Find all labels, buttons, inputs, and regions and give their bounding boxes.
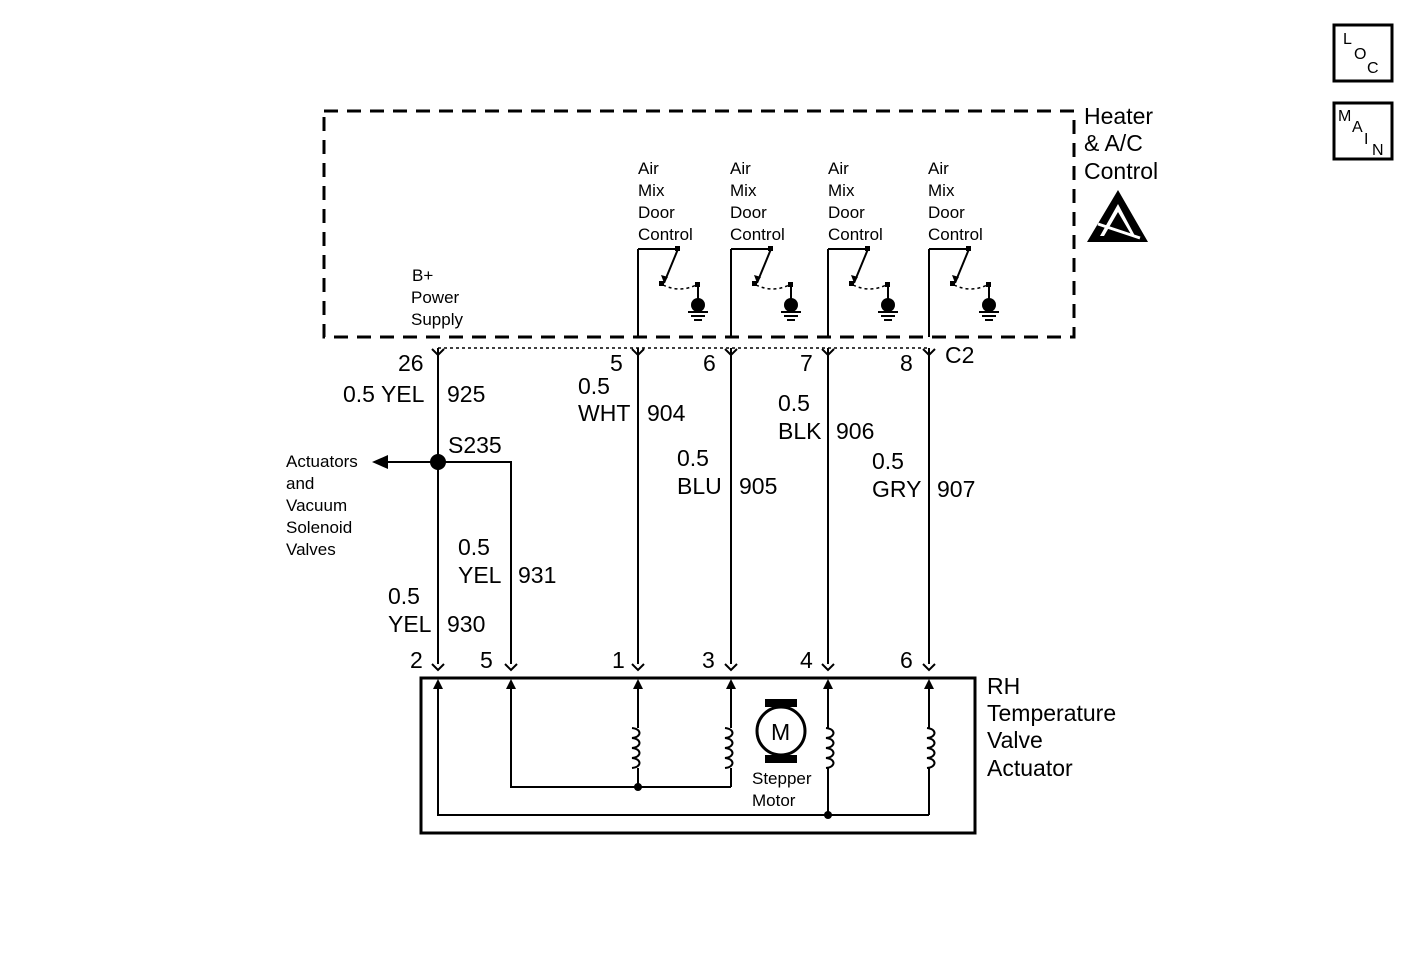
wire-904-gauge: 0.5 (578, 373, 610, 399)
main-letter-n: N (1372, 142, 1384, 159)
pin-top-26: 26 (398, 350, 424, 376)
wire-931-gauge: 0.5 (458, 534, 490, 560)
actuator-title-line1: RH (987, 673, 1020, 699)
pin-bottom-4: 4 (800, 647, 813, 673)
wire-904-color: WHT (578, 400, 630, 426)
main-letter-a: A (1352, 119, 1363, 136)
svg-text:Control: Control (638, 225, 693, 244)
pin-top-6: 6 (703, 350, 716, 376)
actuator-box (419, 676, 977, 835)
connector-c2-label: C2 (945, 342, 974, 368)
pin-bottom-2: 2 (410, 647, 423, 673)
actuator-title-line3: Valve (987, 727, 1043, 753)
svg-text:Door: Door (730, 203, 767, 222)
wire-930-color: YEL (388, 611, 432, 637)
air-mix-door-control-2: Air Mix Door Control (730, 159, 801, 337)
wire-931 (438, 461, 512, 664)
heater-title-line3: Control (1084, 158, 1158, 184)
splice-s235-label: S235 (448, 432, 502, 458)
coil-4-icon (926, 727, 936, 769)
loc-button[interactable]: L O C (1332, 23, 1394, 83)
pin-bottom-3: 3 (702, 647, 715, 673)
wire-904-circuit: 904 (647, 400, 686, 426)
power-label-line2: Power (411, 288, 460, 307)
heater-title-line1: Heater (1084, 103, 1153, 129)
coil-2-icon (724, 727, 734, 769)
loc-letter-c: C (1367, 60, 1379, 77)
motor-symbol: M (771, 719, 790, 745)
svg-text:Control: Control (828, 225, 883, 244)
loc-letter-o: O (1354, 46, 1366, 63)
motor-label-line2: Motor (752, 791, 796, 810)
branch-arrow-icon (372, 455, 388, 469)
wire-931-color: YEL (458, 562, 502, 588)
pin-top-5: 5 (610, 350, 623, 376)
svg-text:Air: Air (928, 159, 949, 178)
pin-bottom-6: 6 (900, 647, 913, 673)
branch-label-line5: Valves (286, 540, 336, 559)
wire-907-color: GRY (872, 476, 921, 502)
wire-906-color: BLK (778, 418, 822, 444)
motor-label-line1: Stepper (752, 769, 812, 788)
wire-930-gauge: 0.5 (388, 583, 420, 609)
actuator-internal-wiring (437, 689, 930, 816)
svg-text:Air: Air (638, 159, 659, 178)
wire-905-color: BLU (677, 473, 722, 499)
svg-text:Control: Control (928, 225, 983, 244)
branch-label-line3: Vacuum (286, 496, 347, 515)
wire-906-circuit: 906 (836, 418, 874, 444)
pin-top-7: 7 (800, 350, 813, 376)
air-mix-door-control-1: Air Mix Door Control (638, 159, 708, 337)
branch-label-line2: and (286, 474, 314, 493)
branch-label-line4: Solenoid (286, 518, 352, 537)
junction-dot-2 (824, 811, 832, 819)
coil-1-icon (631, 727, 641, 769)
pin-top-8: 8 (900, 350, 913, 376)
svg-text:Mix: Mix (638, 181, 665, 200)
main-letter-i: I (1364, 131, 1368, 148)
internal-arrows (433, 679, 934, 689)
branch-label-line1: Actuators (286, 452, 358, 471)
svg-text:Air: Air (730, 159, 751, 178)
wire-930-circuit: 930 (447, 611, 485, 637)
junction-dot-1 (634, 783, 642, 791)
actuator-title-line4: Actuator (987, 755, 1073, 781)
wire-907-circuit: 907 (937, 476, 975, 502)
svg-text:Mix: Mix (730, 181, 757, 200)
svg-text:Mix: Mix (928, 181, 955, 200)
svg-text:Mix: Mix (828, 181, 855, 200)
coil-3-icon (825, 727, 835, 769)
pin-bottom-5: 5 (480, 647, 493, 673)
actuator-title-line2: Temperature (987, 700, 1116, 726)
wire-905-circuit: 905 (739, 473, 777, 499)
svg-text:Air: Air (828, 159, 849, 178)
stepper-motor-icon: M (755, 699, 807, 763)
wire-931-circuit: 931 (518, 562, 556, 588)
svg-text:Door: Door (638, 203, 675, 222)
esd-warning-icon (1087, 190, 1148, 242)
svg-text:Control: Control (730, 225, 785, 244)
wire-905-gauge: 0.5 (677, 445, 709, 471)
wire-925-circuit: 925 (447, 381, 485, 407)
power-label-line3: Supply (411, 310, 463, 329)
main-button[interactable]: M A I N (1332, 101, 1394, 161)
air-mix-door-control-4: Air Mix Door Control (928, 159, 999, 337)
svg-text:Door: Door (828, 203, 865, 222)
pin-bottom-1: 1 (612, 647, 625, 673)
heater-control-module (322, 109, 1076, 339)
main-letter-m: M (1338, 108, 1351, 125)
svg-text:Door: Door (928, 203, 965, 222)
air-mix-door-control-3: Air Mix Door Control (828, 159, 898, 337)
wire-907-gauge: 0.5 (872, 448, 904, 474)
power-label-line1: B+ (412, 266, 433, 285)
wire-906-gauge: 0.5 (778, 390, 810, 416)
loc-letter-l: L (1343, 31, 1352, 48)
heater-title-line2: & A/C (1084, 130, 1143, 156)
wire-925-color: 0.5 YEL (343, 381, 425, 407)
